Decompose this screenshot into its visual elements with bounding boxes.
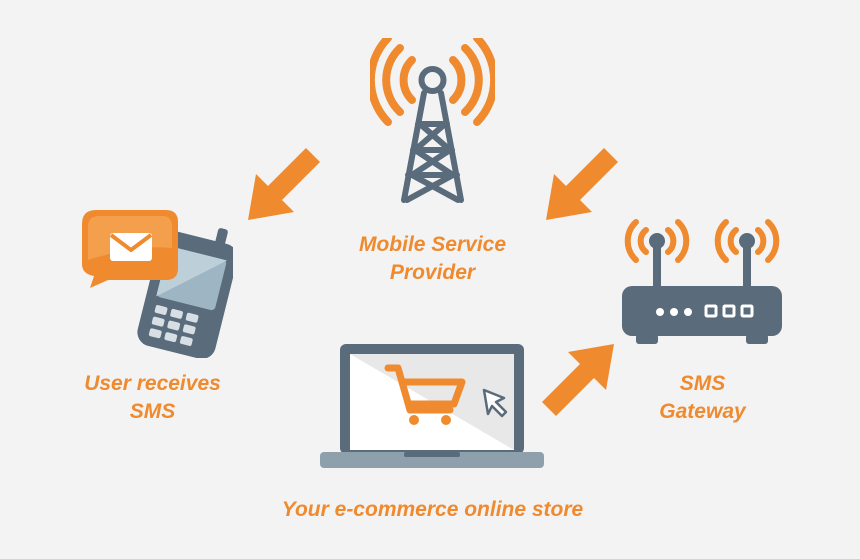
node-label-line: Gateway [659,400,746,423]
node-label-ecommerce-store: Your e-commerce online store [230,496,635,524]
node-label-line: Your e-commerce online store [281,498,584,521]
cell-tower-icon [370,38,495,208]
node-label-sms-gateway: SMS Gateway [610,370,795,426]
laptop-cart-icon [318,342,546,470]
node-label-user-receives-sms: User receives SMS [60,370,245,426]
node-label-line: Provider [389,261,476,284]
node-label-line: SMS [679,372,726,395]
arrow-up-right-icon [534,332,626,424]
arrow-up-left-icon [534,140,626,232]
node-label-line: SMS [129,400,176,423]
router-icon [616,216,788,348]
arrow-down-left-icon [236,140,328,232]
node-label-line: User receives [84,372,221,395]
node-label-line: Mobile Service [358,233,507,256]
mobile-phone-sms-icon [78,208,233,358]
node-label-mobile-service-provider: Mobile Service Provider [330,231,535,287]
